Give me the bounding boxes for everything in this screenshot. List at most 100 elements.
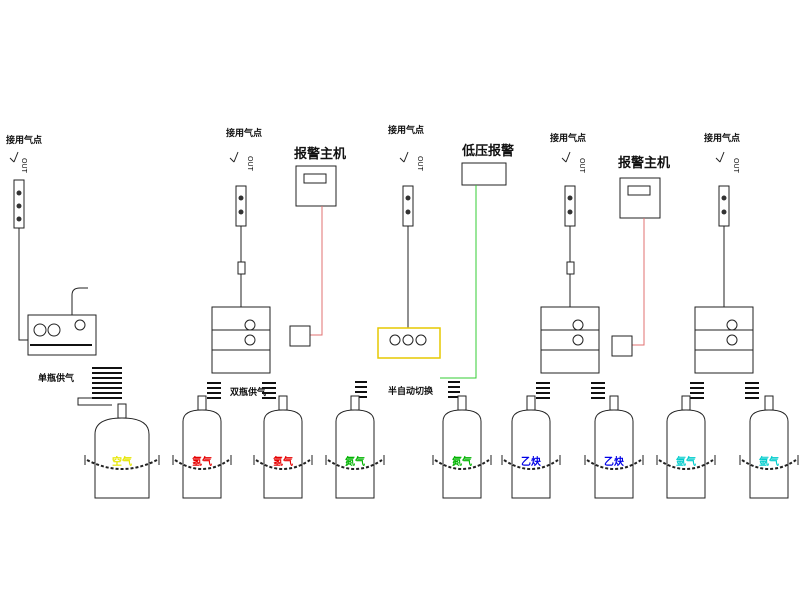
- wall-bracket: [325, 455, 385, 465]
- pressure-gauge-icon: [33, 323, 47, 337]
- wall-bracket: [501, 455, 561, 465]
- wall-bracket: [84, 455, 160, 465]
- cylinder-valve: [681, 395, 691, 411]
- outlet-arrow-5: [715, 151, 725, 163]
- pipe: [212, 329, 270, 351]
- low-pressure-alarm-unit: [461, 162, 507, 186]
- out-label-2: OUT: [246, 156, 254, 172]
- flame-arrestor: [237, 261, 246, 275]
- coil-pipe-4b: [591, 382, 605, 399]
- pressure-gauge-icon: [415, 334, 427, 346]
- outlet-arrow-3: [399, 151, 409, 163]
- alarm-host-1: [295, 165, 337, 207]
- valve-icon: [16, 216, 22, 222]
- outlet-arrow-2: [229, 151, 239, 163]
- cylinder-gas-label: 氮气: [345, 455, 365, 468]
- pipe: [77, 397, 112, 406]
- cylinder-gas-label: 氢气: [192, 455, 212, 468]
- valve-icon: [721, 195, 727, 201]
- outlet-arrow-4: [561, 151, 571, 163]
- cylinder-chain: [586, 459, 642, 470]
- pressure-gauge-icon: [726, 319, 738, 331]
- cylinder-chain: [174, 459, 230, 470]
- gas-cylinder: 乙炔: [501, 395, 561, 499]
- use-point-label-2: 接用气点: [226, 127, 262, 139]
- out-label-3: OUT: [416, 156, 424, 172]
- cylinder-chain: [434, 459, 490, 470]
- wall-bracket: [172, 455, 232, 465]
- cylinder-body: [263, 409, 303, 499]
- gas-cylinder: 氩气: [739, 395, 799, 499]
- wall-bracket: [432, 455, 492, 465]
- use-point-label-3: 接用气点: [388, 124, 424, 136]
- valve-icon: [16, 190, 22, 196]
- coil-pipe-1: [92, 367, 122, 399]
- column-double-supply: 接用气点 OUT 双瓶供气 报警主机: [207, 127, 346, 399]
- use-point-label-5: 接用气点: [704, 132, 740, 144]
- cylinder-gas-label: 氮气: [452, 455, 472, 468]
- pressure-gauge-icon: [74, 319, 86, 331]
- valve-icon: [405, 195, 411, 201]
- cylinder-gas-label: 氩气: [676, 455, 696, 468]
- cylinder-valve: [350, 395, 360, 411]
- alarm-display: [303, 173, 327, 184]
- outlet-terminal-3: [402, 185, 414, 227]
- pressure-gauge-icon: [572, 319, 584, 331]
- alarm-display: [627, 185, 651, 196]
- gas-cylinder: 氮气: [325, 395, 385, 499]
- cylinder-body: [666, 409, 706, 499]
- switch-panel-5: [694, 306, 754, 374]
- valve-icon: [567, 195, 573, 201]
- pressure-gauge-icon: [572, 334, 584, 346]
- cylinder-chain: [741, 459, 797, 470]
- gas-detector-2: [611, 335, 633, 357]
- cylinder-valve: [117, 403, 127, 419]
- gas-detector-1: [289, 325, 311, 347]
- low-pressure-wire: [440, 185, 477, 379]
- pressure-gauge-icon: [47, 323, 61, 337]
- cylinder-valve: [609, 395, 619, 411]
- outlet-terminal-4: [564, 185, 576, 227]
- alarm-host-label-1: 报警主机: [294, 146, 346, 162]
- cylinder-gas-label: 氢气: [273, 455, 293, 468]
- cylinder-valve: [526, 395, 536, 411]
- semi-auto-switch-label: 半自动切换: [388, 385, 434, 397]
- coil-pipe-2b: [262, 382, 276, 399]
- coil-pipe-5b: [745, 382, 759, 399]
- cylinder-chain: [327, 459, 383, 470]
- cylinder-body: [94, 417, 150, 499]
- cylinder-chain: [86, 459, 158, 470]
- outlet-arrow-1: [9, 151, 19, 163]
- valve-icon: [405, 209, 411, 215]
- gas-cylinder: 乙炔: [584, 395, 644, 499]
- valve-icon: [238, 209, 244, 215]
- pressure-gauge-icon: [244, 319, 256, 331]
- column-argon: 接用气点 OUT: [690, 132, 759, 399]
- cylinder-body: [335, 409, 375, 499]
- valve-icon: [721, 209, 727, 215]
- alarm-wire-2: [632, 218, 645, 346]
- cylinder-valve: [764, 395, 774, 411]
- outlet-terminal-5: [718, 185, 730, 227]
- cylinder-gas-label: 乙炔: [521, 455, 541, 468]
- valve-icon: [16, 203, 22, 209]
- cylinder-gas-label: 氩气: [759, 455, 779, 468]
- cylinder-chain: [255, 459, 311, 470]
- cylinder-valve: [278, 395, 288, 411]
- column-single-supply: 接用气点 OUT 单瓶供气: [6, 134, 122, 406]
- double-supply-label: 双瓶供气: [230, 386, 266, 398]
- use-point-label-1: 接用气点: [6, 134, 42, 146]
- wall-bracket: [656, 455, 716, 465]
- alarm-wire-1: [310, 206, 323, 336]
- pressure-gauge-icon: [726, 334, 738, 346]
- column-semi-auto: 接用气点 OUT 半自动切换 低压报警: [355, 124, 514, 398]
- cylinder-body: [749, 409, 789, 499]
- alarm-host-2: [619, 177, 661, 219]
- vent-pipe: [71, 287, 88, 315]
- pressure-gauge-icon: [389, 334, 401, 346]
- cylinder-chain: [658, 459, 714, 470]
- pressure-gauge-icon: [402, 334, 414, 346]
- outlet-terminal-2: [235, 185, 247, 227]
- pipe: [695, 329, 753, 351]
- coil-pipe-3a: [355, 381, 367, 398]
